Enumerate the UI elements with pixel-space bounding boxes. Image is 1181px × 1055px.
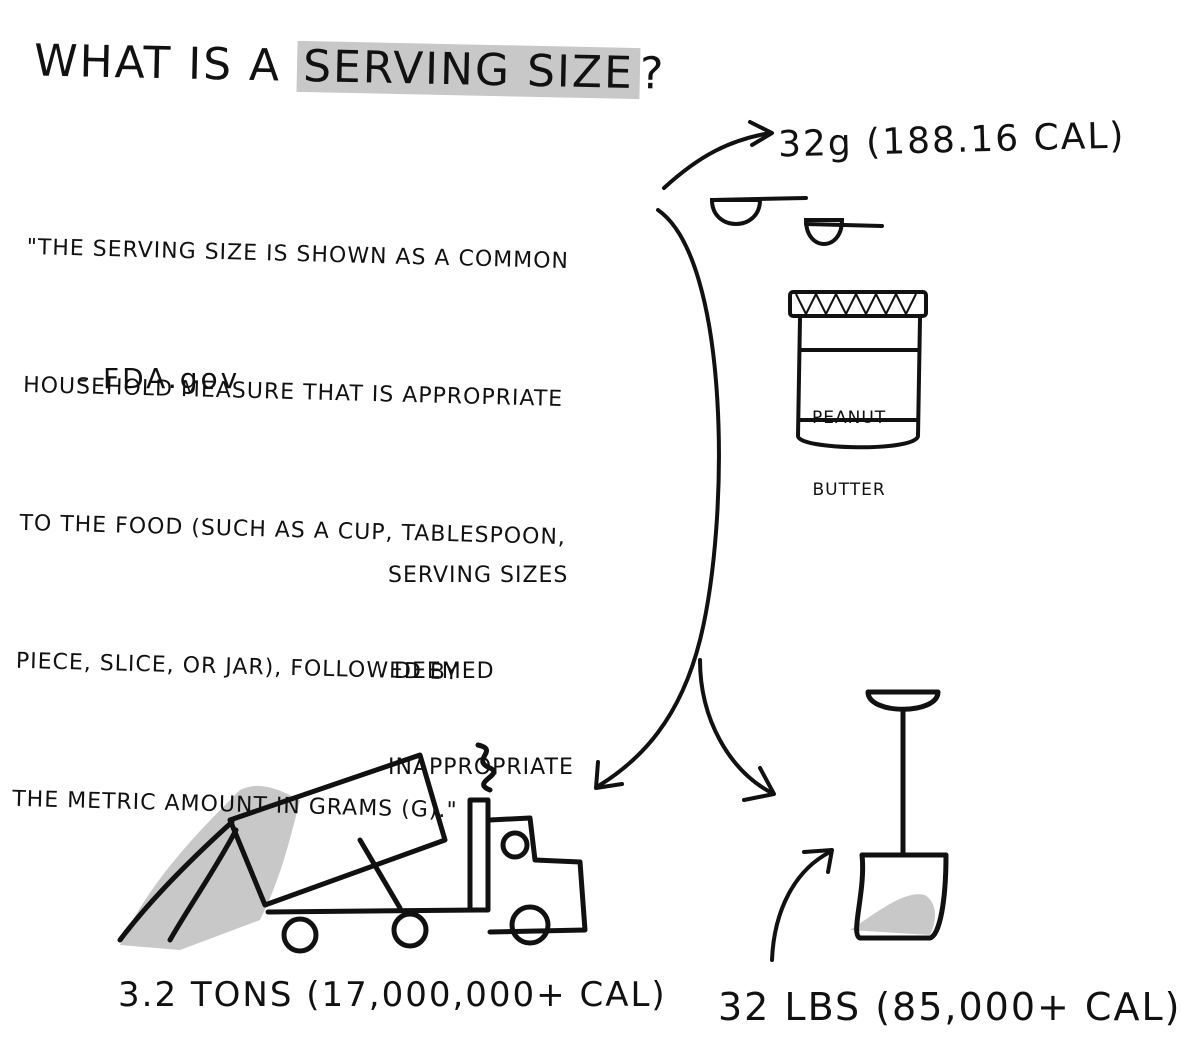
shovel-icon — [850, 689, 949, 941]
arrow-head-truck — [594, 760, 624, 790]
jar-label-line: Peanut — [812, 408, 887, 428]
inappropriate-note: Serving sizes deemed inappropriate — [388, 496, 574, 816]
title-prefix: What is a — [33, 35, 298, 92]
quote-attribution: - FDA.gov — [78, 362, 241, 395]
arrow-head-small — [748, 120, 774, 147]
inappropriate-line: deemed — [394, 659, 495, 684]
jar-label: Peanut Butter — [812, 358, 886, 526]
dump-truck-icon — [117, 742, 588, 954]
arrow-head-pile — [802, 848, 834, 874]
inappropriate-line: inappropriate — [388, 755, 574, 780]
arrow-branch-shovel — [698, 658, 772, 794]
title-highlight: serving size — [296, 40, 641, 100]
truck-caption: 3.2 TONS (17,000,000+ CAL) — [118, 975, 667, 1015]
inappropriate-line: Serving sizes — [388, 563, 569, 588]
arrow-head-shovel — [742, 766, 776, 802]
hand-drawn-illustration — [117, 120, 949, 962]
arrow-to-small-serving — [662, 131, 772, 190]
measuring-cup-icon — [709, 196, 884, 246]
quote-line: "The serving size is shown as a common — [26, 234, 570, 275]
shovel-caption: 32 LBS (85,000+ CAL) — [718, 985, 1181, 1029]
arrow-to-shovel-pile — [770, 850, 832, 962]
peanut-butter-jar-icon — [788, 290, 928, 450]
jar-label-line: Butter — [812, 480, 886, 500]
title-suffix: ? — [639, 48, 666, 100]
arrow-curve-main — [598, 208, 721, 787]
